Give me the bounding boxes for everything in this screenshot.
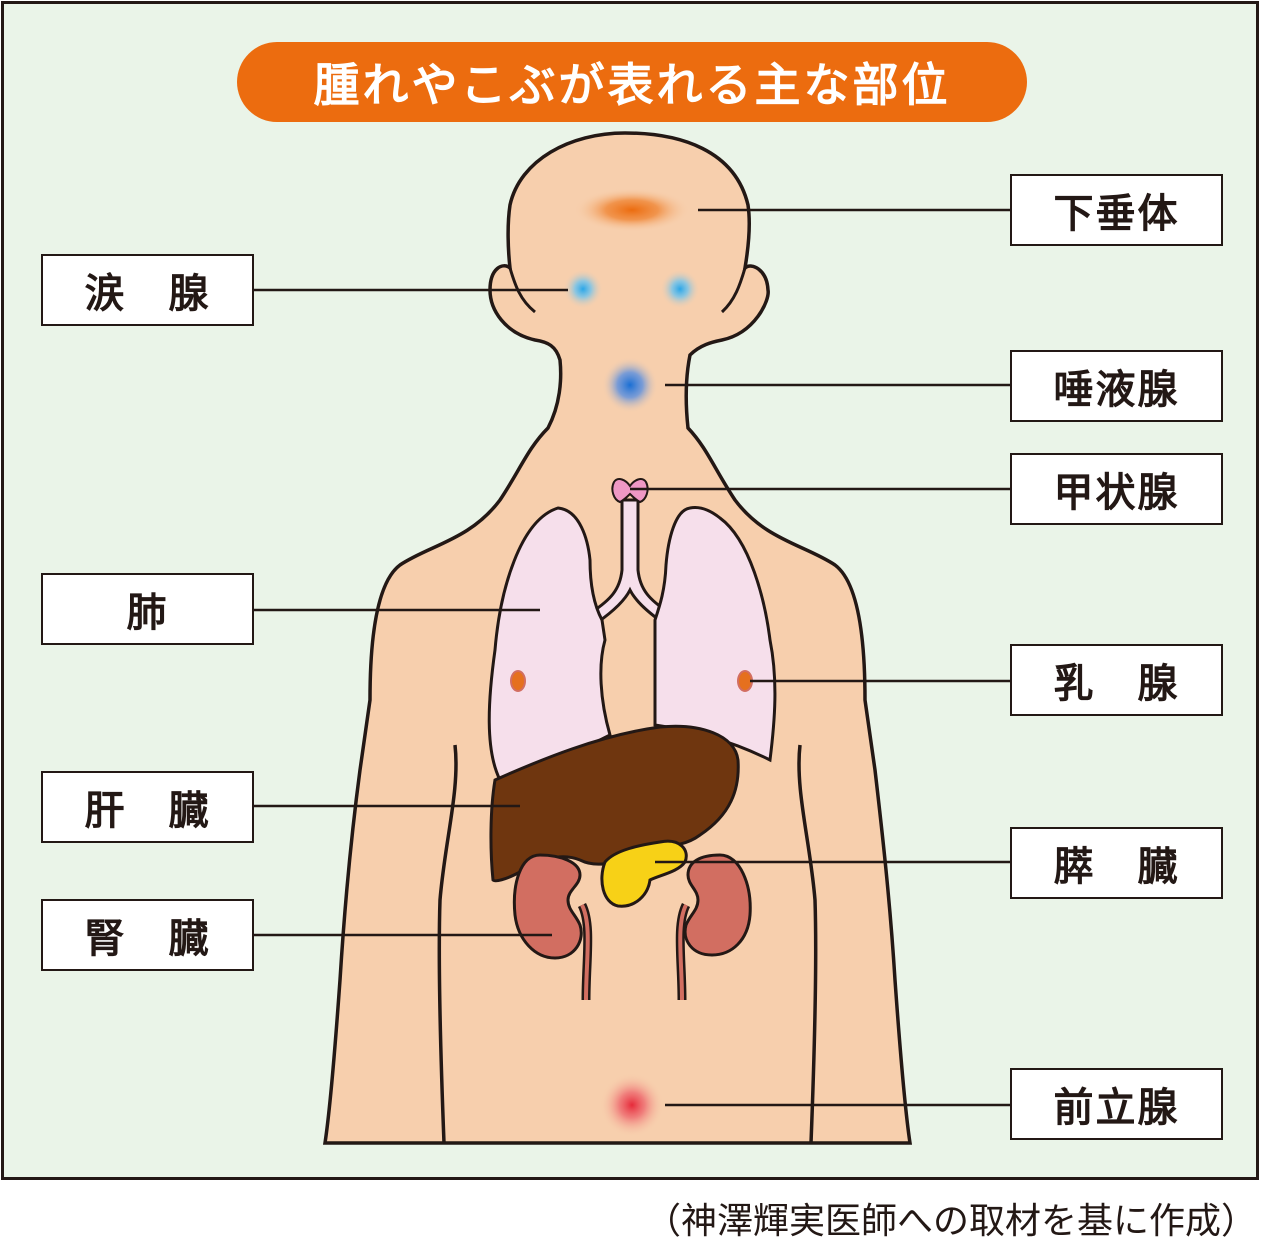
- prostate-spot: [600, 1073, 664, 1137]
- pancreas: [600, 839, 688, 908]
- label-liver: 肝 臓: [41, 771, 254, 843]
- label-kidney: 腎 臓: [41, 899, 254, 971]
- right-kidney: [683, 853, 752, 957]
- body-silhouette: [322, 131, 913, 1145]
- lacrimal-spot-right: [660, 269, 700, 309]
- salivary-spot: [602, 357, 658, 413]
- label-thyroid: 甲状腺: [1010, 453, 1223, 525]
- diagram-title: 腫れやこぶが表れる主な部位: [237, 42, 1027, 122]
- left-kidney: [512, 853, 583, 960]
- label-pituitary: 下垂体: [1010, 174, 1223, 246]
- thyroid: [611, 478, 649, 504]
- breast-spot-left: [510, 670, 526, 692]
- label-prostate: 前立腺: [1010, 1068, 1223, 1140]
- right-lung: [653, 506, 777, 763]
- label-lung: 肺: [41, 573, 254, 645]
- label-lacrimal-gland: 涙 腺: [41, 254, 254, 326]
- label-salivary-gland: 唾液腺: [1010, 350, 1223, 422]
- label-pancreas: 膵 臓: [1010, 827, 1223, 899]
- leader-lines: [254, 208, 1010, 1107]
- breast-spot-right: [737, 670, 753, 692]
- lacrimal-spot-left: [563, 269, 603, 309]
- trachea: [589, 498, 671, 625]
- source-caption: （神澤輝実医師への取材を基に作成）: [644, 1201, 1257, 1242]
- label-breast: 乳 腺: [1010, 644, 1223, 716]
- pituitary-spot: [574, 188, 690, 232]
